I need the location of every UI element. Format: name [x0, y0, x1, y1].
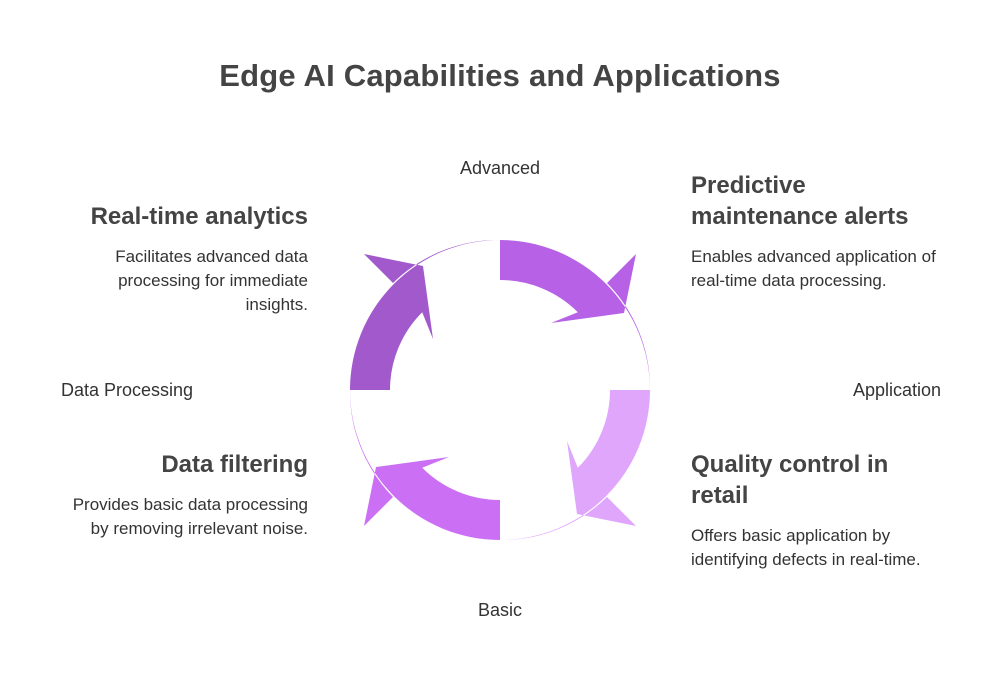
quadrant-description: Provides basic data processing by removi…: [72, 495, 308, 538]
quadrant-bottom-left: Data filtering Provides basic data proce…: [58, 449, 308, 541]
quadrant-description: Enables advanced application of real-tim…: [691, 247, 936, 290]
arrow-segment-top-right: [500, 240, 651, 390]
quadrant-title: Predictive maintenance alerts: [691, 172, 909, 230]
quadrant-top-left: Real-time analytics Facilitates advanced…: [58, 201, 308, 317]
ring-segment-bottom-right: [500, 390, 650, 541]
ring-segment-bottom-left: [349, 390, 500, 540]
quadrant-title: Real-time analytics: [90, 203, 308, 230]
arrow-segment-top-left: [350, 239, 500, 390]
quadrant-description: Facilitates advanced data processing for…: [115, 247, 308, 314]
quadrant-bottom-right: Quality control in retail Offers basic a…: [691, 449, 941, 572]
axis-label-left: Data Processing: [61, 380, 194, 400]
quadrant-title: Quality control in retail: [691, 451, 889, 509]
cycle-ring: [349, 239, 651, 541]
quadrant-title: Data filtering: [161, 451, 308, 478]
arrow-segment-bottom-right: [500, 390, 650, 541]
ring-segment-top-left: [350, 239, 500, 390]
diagram-title: Edge AI Capabilities and Applications: [219, 58, 781, 93]
ring-segment-top-right: [500, 240, 651, 390]
axis-label-bottom: Basic: [477, 600, 522, 620]
axis-label-top: Advanced: [459, 158, 541, 178]
quadrant-description: Offers basic application by identifying …: [691, 526, 921, 569]
arrow-segment-bottom-left: [349, 390, 500, 540]
axis-label-right: Application: [852, 380, 941, 400]
quadrant-top-right: Predictive maintenance alerts Enables ad…: [691, 170, 941, 293]
